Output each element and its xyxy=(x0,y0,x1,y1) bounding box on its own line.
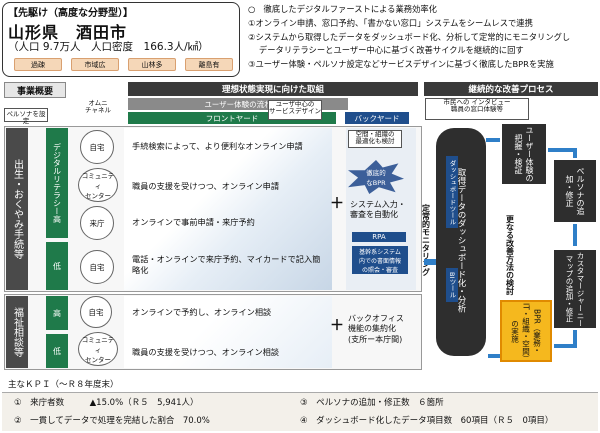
backyard-bar: バックヤード xyxy=(345,112,409,124)
channel-home-2: 自宅 xyxy=(80,250,114,284)
kpi-item-3: ④ ダッシュボード化したデータ項目数 60項目（Ｒ５ 0項目） xyxy=(300,416,554,426)
kpi-item-2: ② 一貫してデータで処理を完結した割合 70.0% xyxy=(14,416,210,426)
kpi-item-0: ① 来庁者数 ▲15.0%（Ｒ５ 5,941人） xyxy=(14,398,199,408)
plus-icon: ＋ xyxy=(330,196,344,212)
tag-islands: 離島有 xyxy=(185,58,233,71)
backyard-text-0: システム入力・ 審査を自動化 xyxy=(350,200,406,220)
kpi-item-1: ③ ペルソナの追加・修正数 ６箇所 xyxy=(300,398,444,408)
welfare-frontyard xyxy=(124,296,332,368)
tag-wide-area: 市域広 xyxy=(71,58,119,71)
tab-continuous: 継続的な改善プロセス xyxy=(424,82,598,96)
journey-fix-box: カスタマージャーニーマップの追加・修正 xyxy=(554,250,596,328)
welfare-high-label: 高 xyxy=(46,296,68,330)
tab-overview: 事業概要 xyxy=(4,82,66,98)
core-system-label: 基幹系システム 内での書面情報 の照会・審査 xyxy=(352,246,408,274)
city-title: 山形県 酒田市 xyxy=(8,23,128,42)
kpi-box xyxy=(2,392,598,431)
bullet-0: ○ 徹底したデジタルファーストによる業務効率化 xyxy=(248,4,437,14)
arrow-journey-to-bpr xyxy=(554,330,577,348)
more-improve-label: 更なる改善方法の検討 xyxy=(505,215,515,295)
welfare-row-text-1: 職員の支援を受けつつ、オンライン相談 xyxy=(132,347,280,357)
row-text-3: 電話・オンラインで来庁予約、マイカードで記入簡略化 xyxy=(132,254,321,275)
interview-note: 市民への インタビュー 職員の窓口体験等 xyxy=(425,98,529,120)
omni-channel-note: オムニ チャネル xyxy=(80,99,116,122)
channel-visit: 来庁 xyxy=(80,206,114,240)
persona-fix-box: ペルソナの追加・修正 xyxy=(554,160,596,222)
frontyard-area xyxy=(124,128,332,290)
monitoring-label: 定常的モニタリング xyxy=(421,204,431,276)
bi-tool-label: BIツール xyxy=(446,268,458,302)
arrow-ux-to-persona xyxy=(548,148,577,158)
user-centric-note: ユーザ中心の サービスデザイン xyxy=(268,100,322,120)
row-text-2: オンラインで事前申請・来庁予約 xyxy=(132,217,255,227)
welfare-channel-community: コミュニティ センター xyxy=(78,332,118,366)
literacy-low-label: 低 xyxy=(46,242,68,290)
bpr-box: BPR（業務・IT・組織・空間）の実施 xyxy=(500,300,552,362)
persona-note: ペルソナを設定 xyxy=(4,108,48,125)
group-birth-death-label: 出生・おくやみ手続等 xyxy=(6,128,28,290)
dashboard-cylinder xyxy=(436,128,486,356)
row-text-1: 職員の支援を受けつつ、オンライン申請 xyxy=(132,181,280,191)
welfare-row-text-0: オンラインで予約し、オンライン相談 xyxy=(132,307,272,317)
category-label: 【先駆け（高度な分野型）】 xyxy=(8,8,133,19)
literacy-high-label: デジタルリテラシー高 xyxy=(46,128,68,238)
tab-ideal: 理想状態実現に向けた取組 xyxy=(128,82,418,96)
tag-forest: 山林多 xyxy=(128,58,176,71)
plus-icon-2: ＋ xyxy=(330,318,344,334)
dashboard-text: 取得データのダッシュボード化・分析 xyxy=(456,167,466,313)
welfare-channel-home: 自宅 xyxy=(80,296,112,328)
rpa-label: RPA xyxy=(352,232,406,242)
space-note: 空間・組織の 最適化も検討 xyxy=(348,130,402,148)
welfare-low-label: 低 xyxy=(46,334,68,368)
bullet-3: データリテラシーとユーザー中心に基づく改善サイクルを継続的に回す xyxy=(248,45,524,55)
channel-home: 自宅 xyxy=(80,130,114,164)
bullet-2: ②システムから取得したデータをダッシュボード化、分析して定常的にモニタリングし xyxy=(248,32,571,42)
kpi-title: 主なＫＰＩ（～Ｒ８年度末） xyxy=(8,380,119,390)
group-welfare-label: 福祉相談等 xyxy=(6,296,28,368)
bullet-4: ③ユーザー体験・ペルソナ設定などサービスデザインに基づく徹底したBPRを実施 xyxy=(248,59,554,69)
ux-check-box: ユーザー体験の把握・検証 xyxy=(502,124,546,184)
row-text-0: 手続検索によって、より便利なオンライン申請 xyxy=(132,141,303,151)
backyard-text-1: バックオフィス 機能の集約化 (支所ー本庁間) xyxy=(348,314,404,344)
population-text: （人口 9.7万人 人口密度 166.3人/㎢） xyxy=(8,41,209,53)
tag-depopulated: 過疎 xyxy=(14,58,62,71)
channel-community: コミュニティ センター xyxy=(78,168,118,202)
bullet-1: ①オンライン申請、窓口予約、「書かない窓口」システムをシームレスで連携 xyxy=(248,18,533,28)
dashboard-tool-label: ダッシュボードツール xyxy=(446,156,458,228)
